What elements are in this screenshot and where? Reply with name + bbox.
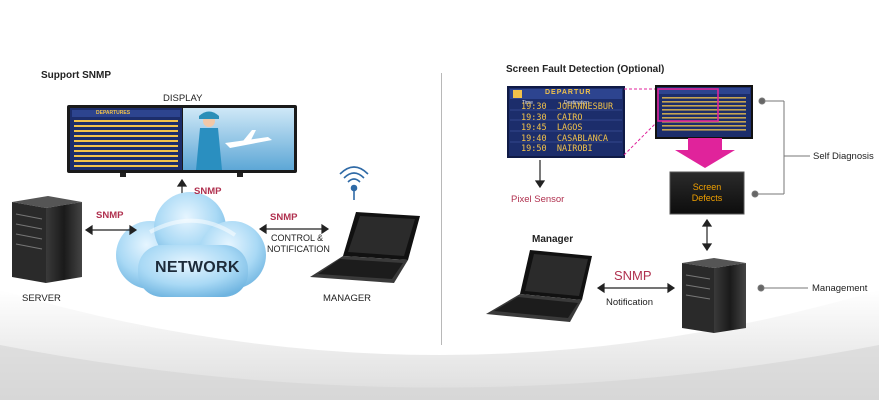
left-board-header: DEPARTURES xyxy=(96,110,131,116)
departure-rows: 19:30 JOHANNESBUR 19:30 CAIRO 19:45 LAGO… xyxy=(521,102,613,155)
departure-row: 19:50 NAIROBI xyxy=(521,144,613,155)
server-tower xyxy=(12,196,82,283)
manager-label: MANAGER xyxy=(323,293,372,304)
departure-board xyxy=(507,86,625,158)
right-server-tower xyxy=(682,258,746,333)
row-time: 19:45 xyxy=(521,123,547,133)
control-label-line2: NOTIFICATION xyxy=(267,244,330,254)
row-time: 19:40 xyxy=(521,133,547,144)
arrow-network-manager xyxy=(258,223,330,235)
departure-row: 19:30 JOHANNESBUR xyxy=(521,102,613,113)
row-dest: JOHANNESBUR xyxy=(556,102,614,112)
notification-label: Notification xyxy=(606,297,653,308)
antenna-icon xyxy=(339,166,369,200)
snmp-right-label: SNMP xyxy=(614,268,652,283)
screen-defects-line2: Defects xyxy=(691,193,723,203)
right-manager-laptop xyxy=(486,250,592,322)
right-board-header: DEPARTUR xyxy=(545,89,592,96)
arrow-defects-server xyxy=(701,218,713,252)
magenta-down-arrow xyxy=(675,138,735,168)
departure-row: 19:45 LAGOS xyxy=(521,123,613,134)
arrow-manager-server xyxy=(596,282,676,294)
row-dest: CASABLANCA xyxy=(556,133,609,144)
col-destination-header: Destination xyxy=(564,100,590,106)
departure-row: 19:40 CASABLANCA xyxy=(521,134,613,145)
row-time: 19:50 xyxy=(521,144,547,154)
small-display xyxy=(655,85,753,139)
row-dest: LAGOS xyxy=(556,123,583,133)
departure-row: 19:30 CAIRO xyxy=(521,113,613,124)
network-cloud xyxy=(116,192,266,297)
snmp-manager-label: SNMP xyxy=(270,212,298,223)
server-label: SERVER xyxy=(22,293,61,304)
screen-defects-label: Screen Defects xyxy=(670,182,744,204)
row-dest: CAIRO xyxy=(556,112,583,123)
management-label: Management xyxy=(812,283,868,294)
manager-laptop xyxy=(310,212,420,283)
panel-divider xyxy=(441,73,442,345)
row-dest: NAIROBI xyxy=(556,144,593,154)
management-connector xyxy=(757,284,808,292)
row-time: 19:30 xyxy=(521,112,547,123)
pixel-sensor-label: Pixel Sensor xyxy=(511,194,565,205)
left-panel-title: Support SNMP xyxy=(41,70,111,81)
display-screen xyxy=(67,105,297,177)
col-time-header: Time xyxy=(522,100,533,106)
network-label: NETWORK xyxy=(155,259,240,276)
display-label: DISPLAY xyxy=(163,93,203,104)
self-diagnosis-bracket xyxy=(751,97,810,198)
snmp-display-label: SNMP xyxy=(194,186,222,197)
screen-defects-box xyxy=(669,171,745,215)
screen-defects-line1: Screen xyxy=(692,182,722,192)
arrow-server-network xyxy=(84,224,138,236)
right-panel-title: Screen Fault Detection (Optional) xyxy=(506,64,665,75)
row-time: 19:30 xyxy=(521,102,547,112)
self-diagnosis-label: Self Diagnosis xyxy=(813,151,874,162)
control-label-line1: CONTROL & xyxy=(271,233,324,243)
zoom-dashed-lines xyxy=(623,88,659,156)
snmp-server-label: SNMP xyxy=(96,210,124,221)
arrow-board-pixel-sensor xyxy=(534,160,546,189)
right-manager-label: Manager xyxy=(532,234,574,245)
